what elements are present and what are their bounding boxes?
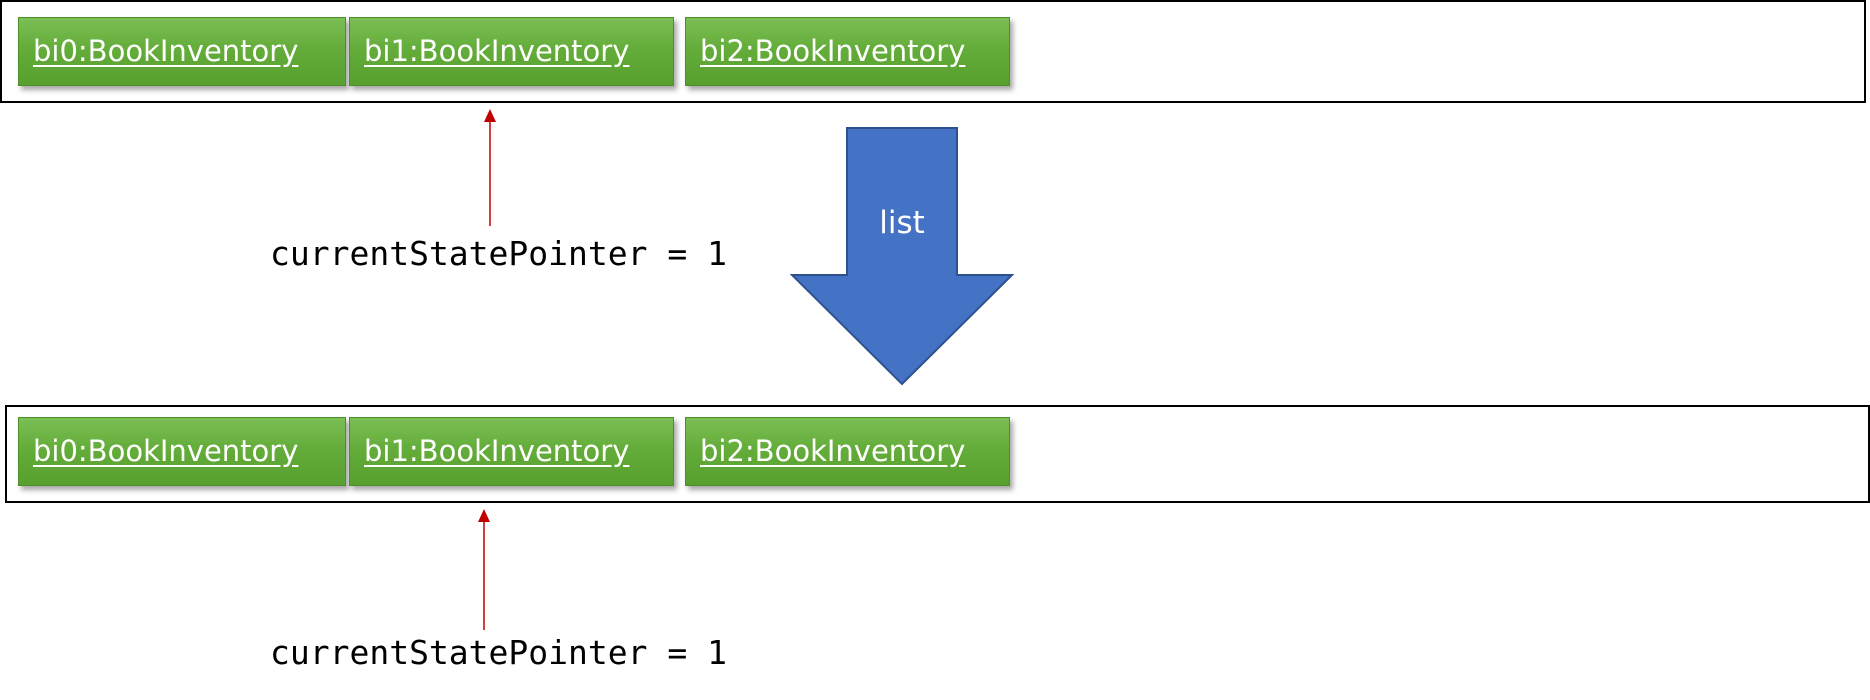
state-box-bi0-before: bi0:BookInventory (18, 17, 346, 86)
state-box-bi2-after: bi2:BookInventory (685, 417, 1010, 486)
transition-command-label: list (879, 205, 925, 241)
pointer-arrow-after (478, 509, 490, 630)
state-box-bi0-after: bi0:BookInventory (18, 417, 346, 486)
state-box-bi1-after: bi1:BookInventory (349, 417, 674, 486)
state-box-bi2-before: bi2:BookInventory (685, 17, 1010, 86)
transition-down-arrow (790, 127, 1015, 386)
current-state-pointer-label-after: currentStatePointer = 1 (270, 633, 727, 672)
current-state-pointer-label-before: currentStatePointer = 1 (270, 234, 727, 273)
pointer-arrow-before (484, 109, 496, 226)
state-box-bi1-before: bi1:BookInventory (349, 17, 674, 86)
